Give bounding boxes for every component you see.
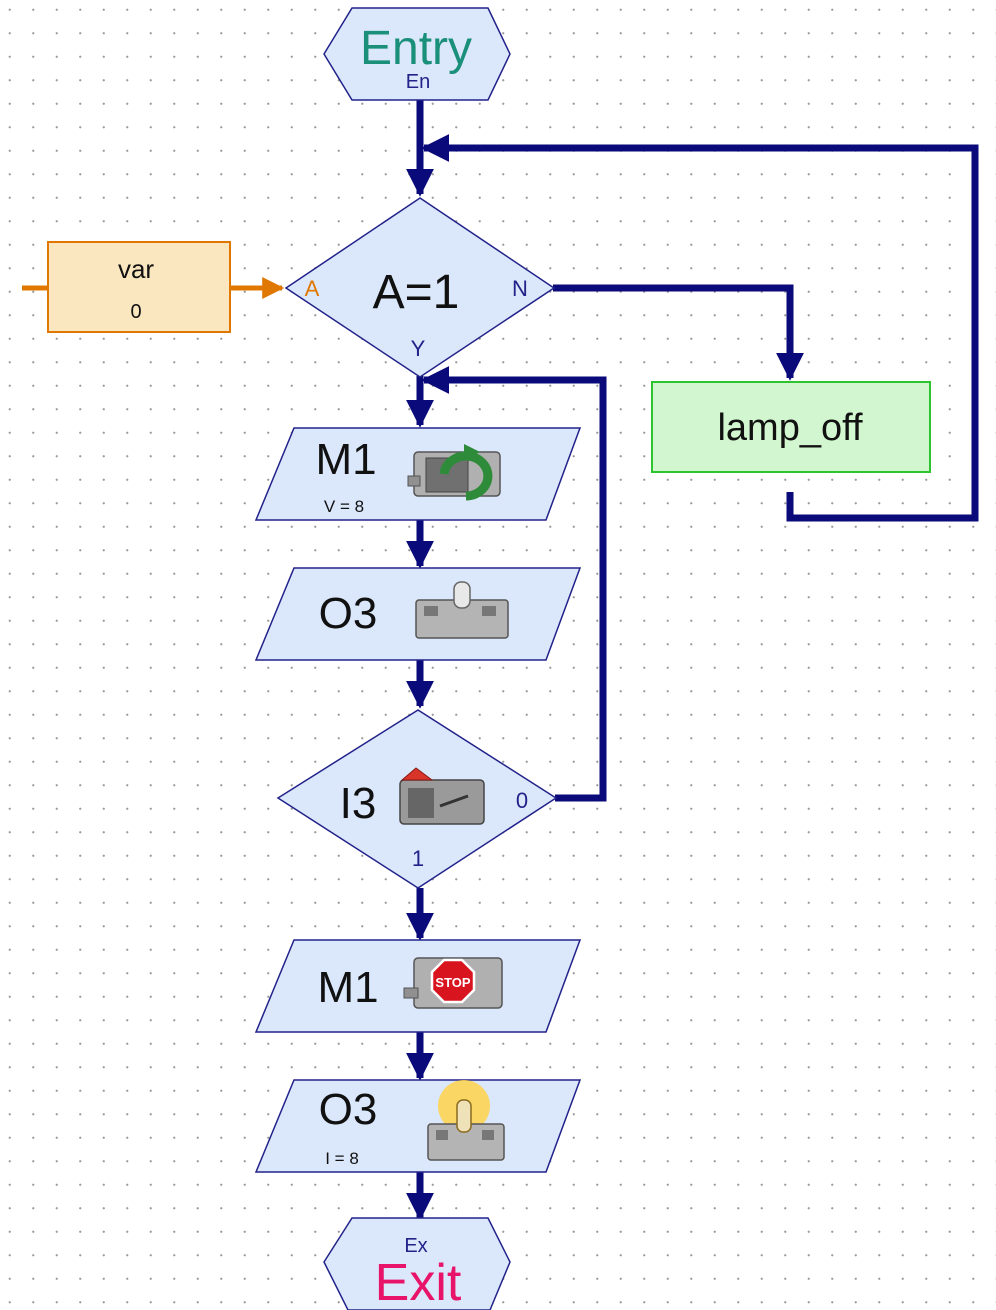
lamp-out-2-block[interactable]: O3 I = 8 (254, 1079, 582, 1173)
lamp-out-2-label: O3 (319, 1085, 378, 1134)
decision-a-label: A=1 (373, 266, 460, 319)
flow-i3-zero-loop (421, 366, 607, 802)
lamp-out-1-label: O3 (319, 589, 378, 638)
motor-stop-label: M1 (317, 963, 378, 1012)
decision-a-no-port: N (512, 276, 528, 301)
lamp-lit-icon (427, 1080, 505, 1161)
motor-stop-icon: STOP (403, 957, 503, 1009)
variable-value: 0 (130, 301, 141, 323)
motor-on-param: V = 8 (324, 497, 364, 516)
lamp-out-2-param: I = 8 (325, 1149, 359, 1168)
exit-title: Exit (375, 1254, 462, 1310)
entry-title: Entry (360, 22, 472, 75)
subprogram-label: lamp_off (717, 407, 863, 449)
switch-icon (399, 767, 485, 825)
entry-port: En (406, 71, 430, 93)
flow-loop-back-top (421, 134, 979, 522)
variable-name: var (118, 254, 154, 284)
decision-a-block[interactable]: A=1 A N Y (284, 197, 556, 378)
motor-stop-block[interactable]: M1 STOP (254, 939, 582, 1033)
variable-block[interactable]: var 0 (47, 241, 231, 333)
exit-block[interactable]: Ex Exit (323, 1217, 511, 1310)
lamp-out-1-block[interactable]: O3 (254, 567, 582, 661)
flow-no-to-lamp-off (553, 284, 804, 381)
entry-block[interactable]: Entry En (323, 7, 511, 101)
exit-port: Ex (404, 1235, 427, 1257)
input-check-one-port: 1 (412, 846, 424, 871)
decision-a-yes-port: Y (411, 336, 426, 361)
connectors (22, 98, 979, 1221)
motor-on-block[interactable]: M1 V = 8 (254, 427, 582, 521)
decision-a-in-port: A (305, 276, 320, 301)
stop-text: STOP (435, 975, 470, 990)
subprogram-block[interactable]: lamp_off (651, 381, 931, 473)
motor-on-label: M1 (315, 435, 376, 484)
input-check-label: I3 (340, 779, 377, 828)
input-check-zero-port: 0 (516, 788, 528, 813)
input-check-block[interactable]: I3 0 1 (276, 709, 558, 889)
lamp-icon (415, 581, 509, 639)
motor-rotate-icon (407, 444, 501, 501)
